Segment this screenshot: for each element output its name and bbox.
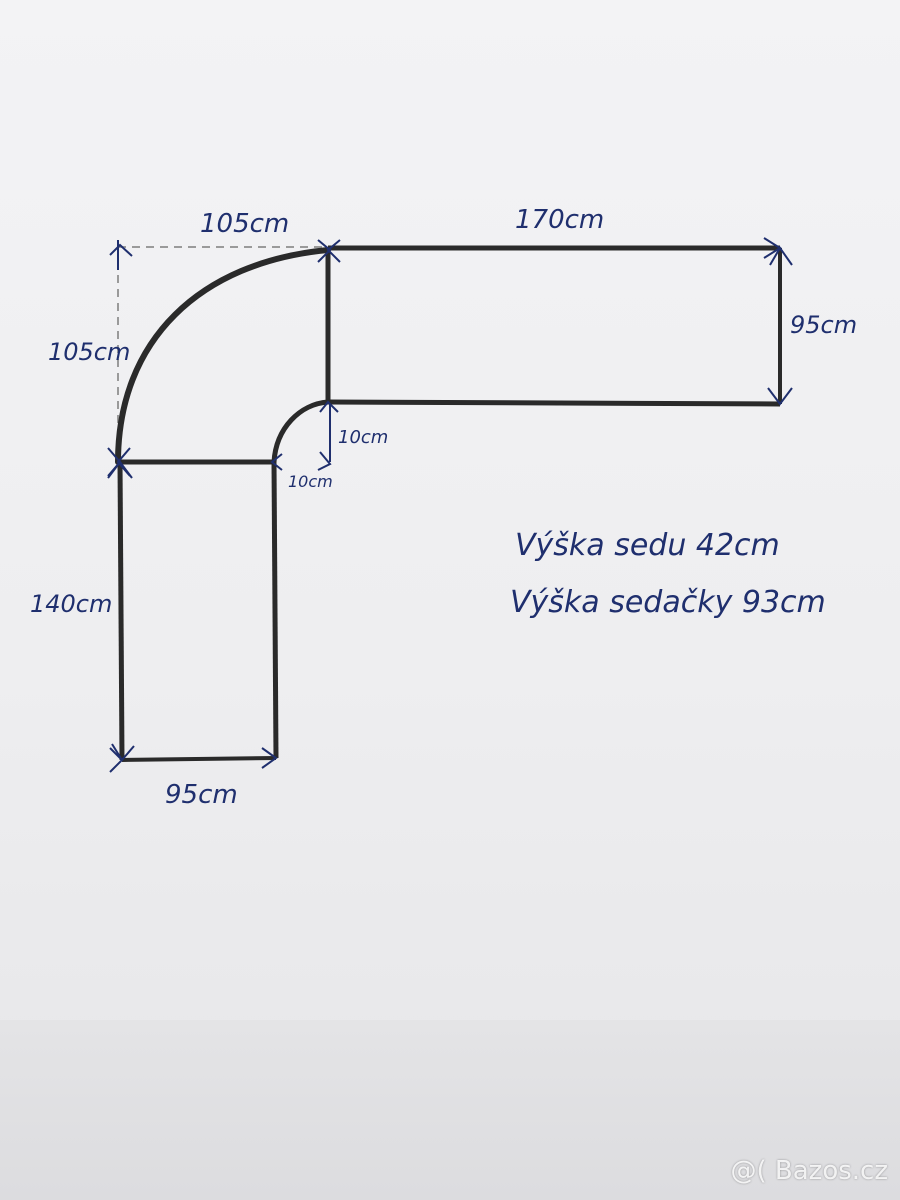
left-edge xyxy=(117,461,125,761)
paper-fold xyxy=(0,1020,900,1200)
note-seat-height: Výška sedu 42cm xyxy=(515,528,780,563)
inner-arc xyxy=(271,399,329,463)
outer-arc xyxy=(115,247,331,465)
watermark-logo: @( Bazos.cz xyxy=(730,1156,889,1186)
arrow-marks xyxy=(107,237,793,773)
label-top-left-width: 105cm xyxy=(200,209,289,239)
note-sofa-height: Výška sedačky 93cm xyxy=(510,585,826,620)
bottom-edge xyxy=(121,756,277,762)
top-section-bottom-edge xyxy=(327,399,781,407)
label-inner-radius-vertical: 10cm xyxy=(338,427,388,448)
label-inner-radius-horizontal: 10cm xyxy=(288,472,333,491)
label-left-length: 140cm xyxy=(30,590,112,618)
left-section-inner-edge xyxy=(271,461,279,759)
label-bottom-width: 95cm xyxy=(165,780,238,810)
label-right-depth: 95cm xyxy=(790,311,857,339)
label-top-length: 170cm xyxy=(515,205,604,235)
label-left-arc-height: 105cm xyxy=(48,338,130,366)
